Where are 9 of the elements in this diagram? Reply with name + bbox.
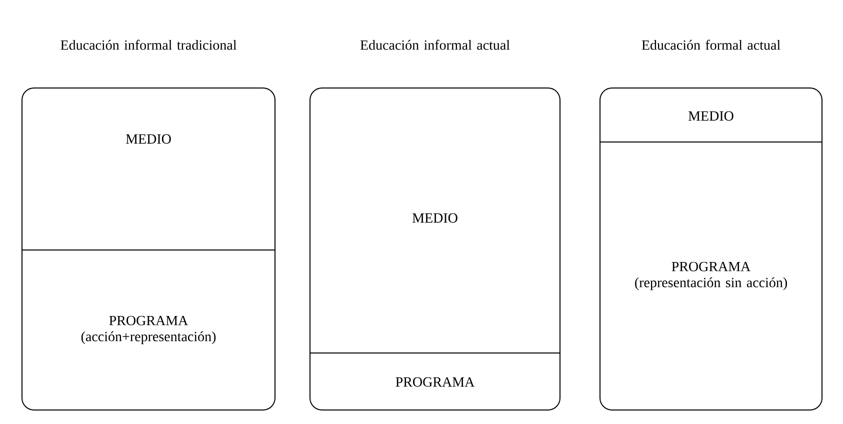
section-text: MEDIO [688,111,734,121]
box-heading: Educación formal actual [642,40,780,50]
section-text: PROGRAMA [396,377,475,387]
section-text: MEDIO [412,213,458,223]
section-text: PROGRAMA (representación sin acción) [635,262,787,290]
section-text: MEDIO [126,134,171,144]
section-text: PROGRAMA (acción+representación) [81,316,216,344]
box-heading: Educación informal actual [360,40,510,50]
box-heading: Educación informal tradicional [60,40,236,50]
